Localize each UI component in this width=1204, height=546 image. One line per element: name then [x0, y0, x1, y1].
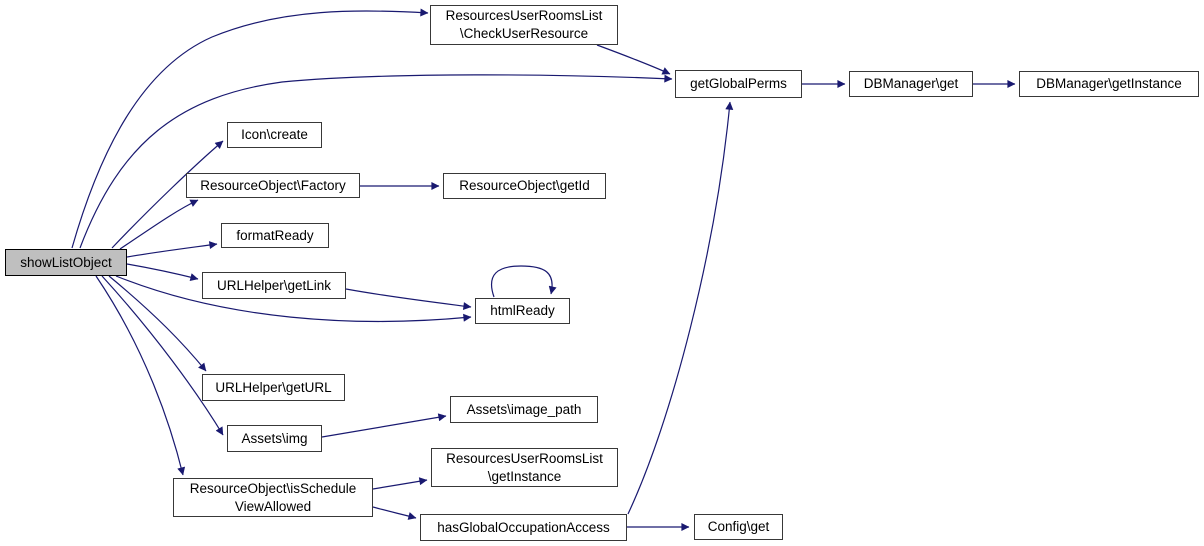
- node-url-helper-get-link[interactable]: URLHelper\getLink: [202, 272, 346, 299]
- edge-urlhelpergetlink-to-htmlready: [345, 288, 472, 311]
- node-assets-img[interactable]: Assets\img: [227, 425, 322, 452]
- node-dbmanager-get-instance[interactable]: DBManager\getInstance: [1019, 71, 1199, 97]
- node-icon-create[interactable]: Icon\create: [227, 122, 322, 148]
- node-html-ready[interactable]: htmlReady: [475, 298, 570, 324]
- edge-showlistobject-to-formatready: [126, 241, 218, 258]
- node-show-list-object: showListObject: [5, 249, 127, 276]
- edge-isscheduleviewallowed-to-hasglobaloccupationaccess: [372, 506, 417, 520]
- edge-showlistobject-to-getglobalperms: [79, 74, 673, 249]
- node-url-helper-get-url[interactable]: URLHelper\getURL: [202, 374, 345, 401]
- edge-htmlready-self-loop: [491, 265, 557, 298]
- edge-showlistobject-to-isscheduleviewallowed: [95, 275, 186, 476]
- node-assets-image-path[interactable]: Assets\image_path: [450, 396, 598, 423]
- node-has-global-occupation-access[interactable]: hasGlobalOccupationAccess: [420, 514, 627, 541]
- node-get-global-perms[interactable]: getGlobalPerms: [675, 70, 802, 98]
- edge-showlistobject-to-assetsimg: [101, 275, 224, 436]
- edge-hasglobaloccupationaccess-to-getglobalperms: [627, 101, 734, 515]
- node-format-ready[interactable]: formatReady: [221, 223, 329, 248]
- node-check-user-resource[interactable]: ResourcesUserRoomsList \CheckUserResourc…: [430, 5, 618, 45]
- node-rooms-list-get-instance[interactable]: ResourcesUserRoomsList \getInstance: [431, 448, 618, 487]
- node-resource-object-factory[interactable]: ResourceObject\Factory: [186, 173, 360, 198]
- node-resource-object-get-id[interactable]: ResourceObject\getId: [443, 173, 606, 199]
- edge-showlistobject-to-urlhelpergetlink: [126, 263, 199, 282]
- node-is-schedule-view-allowed[interactable]: ResourceObject\isSchedule ViewAllowed: [173, 478, 373, 517]
- edge-assetsimg-to-assetsimagepath: [321, 413, 447, 438]
- edge-checkuserresource-to-getglobalperms: [596, 44, 671, 75]
- node-dbmanager-get[interactable]: DBManager\get: [849, 71, 973, 97]
- node-config-get[interactable]: Config\get: [694, 514, 783, 540]
- edge-showlistobject-to-urlhelpergeturl: [108, 275, 207, 372]
- edge-isscheduleviewallowed-to-roomslistgetinstance: [372, 477, 428, 490]
- edge-showlistobject-to-resourceobjectfactory: [119, 199, 199, 250]
